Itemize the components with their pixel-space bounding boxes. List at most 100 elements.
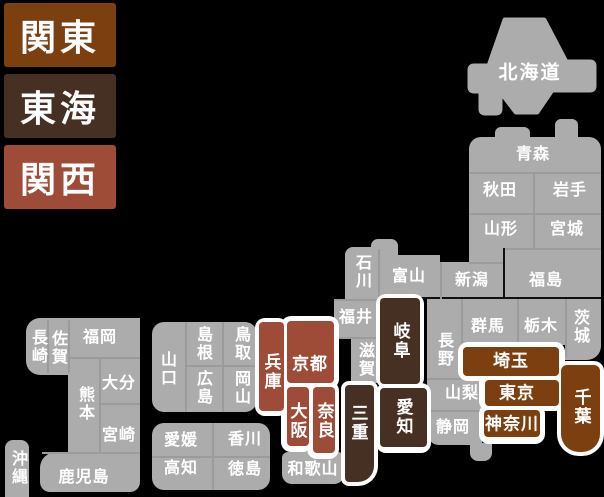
boundary-line — [68, 357, 140, 359]
pref-label-shiga: 滋賀 — [356, 342, 373, 378]
legend-button-kansai[interactable]: 関西 — [4, 145, 116, 209]
pref-tile-aichi[interactable] — [380, 388, 427, 447]
pref-label-gunma: 群馬 — [470, 318, 506, 335]
pref-tile-kyoto[interactable] — [287, 321, 334, 383]
pref-tile-kanagawa[interactable] — [484, 410, 540, 437]
pref-label-hiroshima: 広島 — [194, 370, 211, 406]
boundary-line — [469, 262, 503, 264]
legend-button-kanto[interactable]: 関東 — [4, 3, 116, 67]
boundary-line — [185, 322, 187, 412]
pref-tile-chiba[interactable] — [561, 365, 600, 452]
pref-label-yamanashi: 山梨 — [444, 385, 480, 402]
pref-label-kanagawa: 神奈川 — [485, 414, 539, 434]
pref-tile-gunma — [461, 299, 517, 345]
pref-label-hokkaido: 北海道 — [498, 62, 562, 84]
pref-label-miyagi: 宮城 — [549, 221, 585, 238]
pref-label-mie: 三重 — [348, 404, 368, 442]
pref-tile-hokkaido — [467, 17, 597, 116]
pref-tile-okinawa — [5, 440, 29, 497]
pref-label-okinawa: 沖縄 — [9, 450, 26, 486]
boundary-line-black — [503, 248, 505, 299]
pref-label-ehime: 愛媛 — [163, 432, 199, 449]
pref-label-tokyo: 東京 — [499, 383, 535, 403]
pref-tile-ibaraki — [565, 299, 601, 360]
pref-tile-kagoshima — [40, 452, 140, 492]
boundary-line — [440, 262, 442, 299]
pref-label-miyazaki: 宮崎 — [101, 427, 137, 444]
pref-label-aichi: 愛知 — [393, 398, 413, 436]
pref-tile-osaka[interactable] — [287, 387, 309, 446]
boundary-line — [185, 365, 257, 367]
pref-label-fukuoka: 福岡 — [82, 329, 118, 346]
boundary-line — [47, 320, 49, 373]
pref-label-nara: 奈良 — [314, 402, 334, 440]
pref-label-yamaguchi: 山口 — [158, 351, 175, 387]
izu-peninsula-tab — [470, 443, 492, 461]
boundary-line — [533, 172, 535, 250]
pref-tile-nara[interactable] — [313, 387, 335, 453]
pref-tile-toyama — [378, 255, 440, 299]
boundary-line-black — [378, 297, 601, 299]
pref-label-yamagata: 山形 — [483, 221, 519, 238]
pref-label-saitama: 埼玉 — [493, 351, 529, 371]
pref-label-tottori: 鳥取 — [232, 326, 249, 362]
pref-label-kochi: 高知 — [163, 460, 199, 477]
pref-label-kumamoto: 熊本 — [76, 386, 93, 422]
pref-label-shizuoka: 静岡 — [435, 419, 471, 436]
pref-label-nagasaki: 長崎 — [29, 329, 46, 365]
pref-tile-saitama[interactable] — [463, 347, 559, 376]
pref-label-akita: 秋田 — [482, 182, 518, 199]
boundary-line — [427, 378, 461, 380]
pref-tile-gifu[interactable] — [380, 298, 420, 384]
boundary-line — [469, 213, 601, 215]
legend-button-tokai[interactable]: 東海 — [4, 74, 116, 138]
boundary-line — [461, 299, 463, 345]
pref-label-gifu: 岐阜 — [390, 322, 410, 360]
pref-tile-tokyo[interactable] — [485, 380, 559, 406]
pref-tile-ishikawa — [345, 247, 378, 299]
legend-label-kanto: 関東 — [19, 17, 100, 58]
pref-tile-hyogo[interactable] — [259, 322, 284, 411]
pref-label-shimane: 島根 — [194, 326, 211, 362]
pref-label-wakayama: 和歌山 — [287, 461, 339, 478]
pref-label-kagoshima: 鹿児島 — [58, 469, 110, 486]
boundary-line — [152, 456, 270, 458]
boundary-line — [503, 248, 601, 250]
pref-tile-shizuoka — [427, 410, 482, 445]
boundary-line — [565, 299, 567, 357]
pref-label-tokushima: 徳島 — [227, 461, 263, 478]
pref-label-aomori: 青森 — [515, 146, 551, 163]
boundary-line — [68, 320, 70, 373]
boundary-line — [378, 249, 380, 299]
pref-tile-niigata — [440, 262, 503, 299]
boundary-line — [42, 452, 140, 454]
region-block-chugoku — [152, 322, 257, 412]
boundary-line — [427, 410, 482, 412]
pref-label-osaka: 大阪 — [287, 402, 307, 440]
pref-label-hyogo: 兵庫 — [261, 353, 281, 391]
pref-label-ibaraki: 茨城 — [571, 309, 588, 345]
pref-label-okayama: 岡山 — [232, 370, 249, 406]
pref-label-oita: 大分 — [101, 375, 137, 392]
pref-label-fukui: 福井 — [338, 309, 374, 326]
boundary-line — [99, 403, 140, 405]
pref-label-fukushima: 福島 — [528, 272, 564, 289]
pref-label-kagawa: 香川 — [227, 431, 263, 448]
region-block-kyushu-east — [68, 318, 140, 455]
boundary-line — [334, 337, 378, 339]
pref-tile-nagano — [427, 299, 461, 378]
pref-label-kyoto: 京都 — [292, 354, 328, 374]
pref-label-ishikawa: 石川 — [353, 254, 370, 290]
pref-label-chiba: 千葉 — [571, 388, 591, 426]
boundary-line — [517, 299, 519, 345]
pref-label-nagano: 長野 — [435, 332, 452, 368]
pref-label-tochigi: 栃木 — [523, 318, 559, 335]
pref-tile-shiga — [351, 337, 378, 383]
pref-tile-mie[interactable] — [345, 385, 374, 482]
legend-label-tokai: 東海 — [19, 88, 100, 129]
pref-label-iwate: 岩手 — [552, 182, 588, 199]
pref-tile-fukui — [334, 299, 378, 337]
pref-label-saga: 佐賀 — [49, 330, 66, 366]
